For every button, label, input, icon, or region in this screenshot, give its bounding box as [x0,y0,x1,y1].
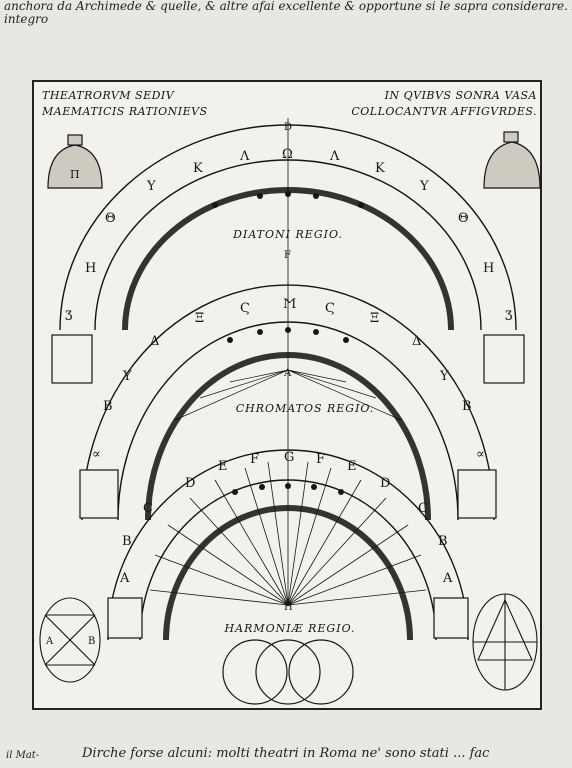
outer-letter: Κ [193,161,203,176]
axis-letter-inner-top: A [283,368,292,379]
bell-left [47,134,103,189]
title-right-1: IN QVIBVS SONRA VASA [384,89,537,102]
axis-letter-bottom: H [284,602,293,613]
inner-letter: B [122,534,132,549]
outer-arc-letters: H Θ Υ Κ Λ Ω Λ Κ Υ Θ H [85,147,494,276]
outer-letter: Θ [458,211,469,226]
inner-letter: B [438,534,448,549]
inner-left-letter: A [119,571,130,586]
middle-right-letter: ∝ [476,447,485,462]
title-left-1: THEATRORVM SEDIV [42,89,175,102]
bell-right [483,131,541,189]
middle-letter: Δ [412,334,421,349]
outer-left-letter: Ʒ [65,309,72,324]
left-diagram-label-b: B [88,636,95,647]
title-left-2: MAEMATICIS RATIONIEVS [42,105,208,118]
inner-letter: E [218,459,228,474]
inner-letter: G [284,450,294,465]
inner-letter: E [347,459,357,474]
right-corner-diagram [472,593,538,691]
inner-arc-letters: B C D E F G F E D C B [122,450,448,549]
left-diagram-label-a: A [45,636,54,647]
margin-note: il Mat- [6,750,40,761]
outer-letter: Λ [239,149,250,164]
inner-right-letter: A [442,571,453,586]
outer-letter: Λ [329,149,340,164]
arch-dots [212,191,364,495]
middle-letter: Ϛ [325,301,335,316]
middle-letter: Υ [439,369,449,384]
middle-letter: Β [462,399,472,414]
outer-letter: Υ [146,179,156,194]
inner-letter: D [185,476,195,491]
middle-left-letter: ∝ [92,447,101,462]
plate-title: THEATRORVM SEDIV IN QVIBVS SONRA VASA MA… [42,88,537,120]
middle-letter: Δ [150,334,159,349]
outer-letter: H [85,261,96,276]
inner-letter: C [143,501,153,516]
middle-arc-letters: Β Υ Δ Ξ Ϛ Ϻ Ϛ Ξ Δ Υ Β [103,297,472,414]
side-letters: Ʒ Ʒ ∝ ∝ A A [65,309,512,586]
outer-letter: Ω [282,147,293,162]
axis-letter-top: D [284,122,292,133]
middle-letter: Ϛ [240,301,250,316]
inner-letter: F [250,452,259,467]
axis-letters: D F A H [283,122,293,613]
bottom-circles [222,639,354,705]
outer-letter: Κ [375,161,385,176]
header-text: anchora da Archimede & quelle, & altre a… [0,0,572,28]
radial-lines [149,118,427,606]
header-line-1: anchora da Archimede & quelle, & altre a… [4,0,572,13]
middle-radial-lines [174,369,402,421]
outer-letter: H [483,261,494,276]
region-chromatos: CHROMATOS REGIO. [236,402,375,415]
inner-letter: C [418,501,428,516]
middle-letter: Ϻ [283,297,296,312]
outer-letter: Θ [105,211,116,226]
arch-bases [51,334,525,639]
axis-letter-mid: F [284,250,291,261]
footer-text: il Mat- Dirche forse alcuni: molti theat… [0,744,572,768]
title-right-2: COLLOCANTVR AFFIGVRDES. [351,105,537,118]
bell-left-label: Π [70,168,80,181]
left-corner-diagram [39,597,101,683]
header-line-2: integro [4,12,49,26]
outer-right-letter: Ʒ [505,309,512,324]
middle-letter: Β [103,399,113,414]
region-diatoni: DIATONI REGIO. [232,228,343,241]
footer-line: Dirche forse alcuni: molti theatri in Ro… [82,746,490,761]
inner-letter: F [316,452,325,467]
inner-letter: D [380,476,390,491]
middle-letter: Ξ [195,311,204,326]
middle-letter: Υ [122,369,132,384]
outer-letter: Υ [419,179,429,194]
region-harmoniae: HARMONIÆ REGIO. [224,622,356,635]
middle-letter: Ξ [370,311,379,326]
